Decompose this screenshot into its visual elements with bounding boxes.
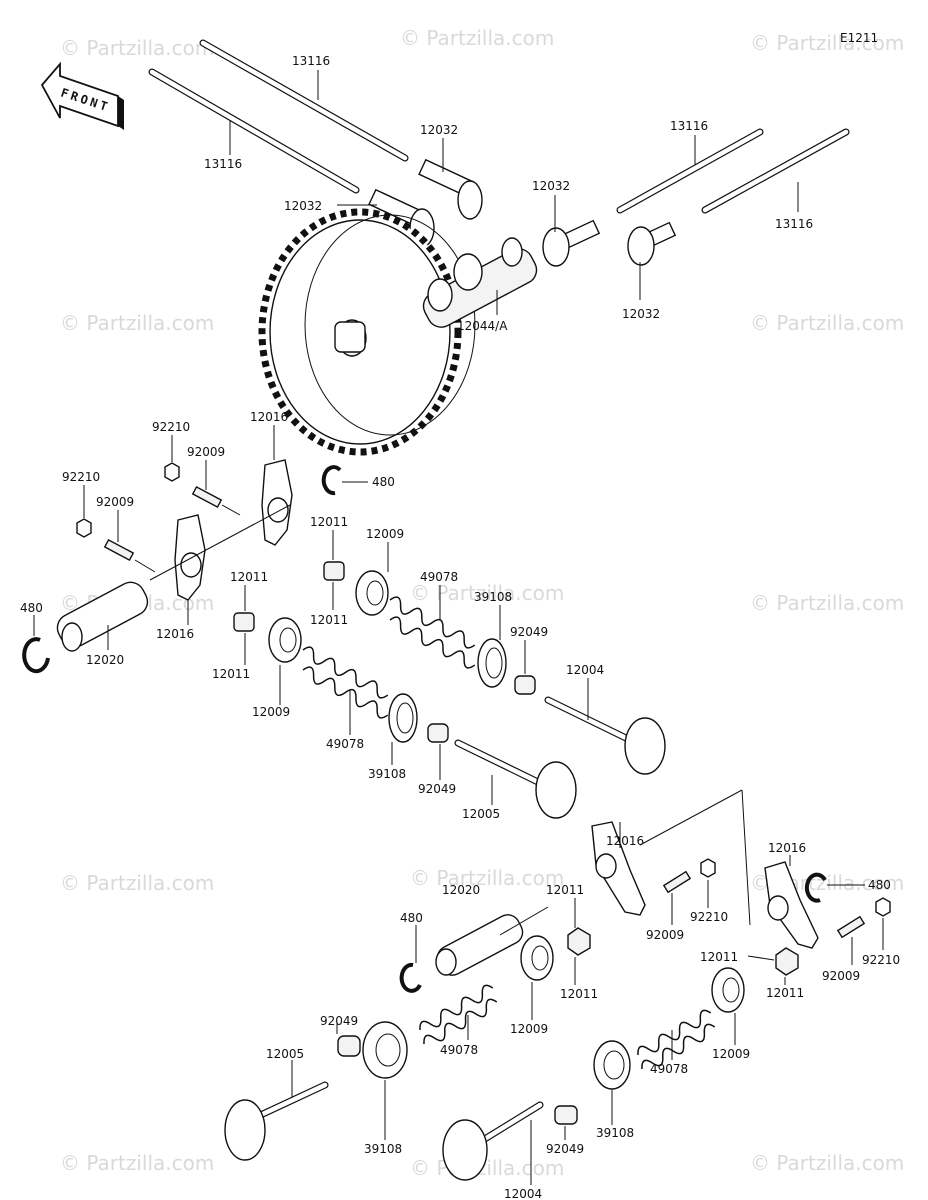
label-12020[interactable]: 12020 [442,883,480,897]
svg-text:© Partzilla.com: © Partzilla.com [750,591,904,615]
label-49078[interactable]: 49078 [440,1043,478,1057]
label-49078[interactable]: 49078 [326,737,364,751]
label-13116[interactable]: 13116 [775,217,813,231]
right-rocker-assembly [224,789,891,1181]
label-92049[interactable]: 92049 [510,625,548,639]
label-49078[interactable]: 49078 [420,570,458,584]
label-92210[interactable]: 92210 [862,953,900,967]
label-12032[interactable]: 12032 [622,307,660,321]
label-92009[interactable]: 92009 [187,445,225,459]
svg-text:© Partzilla.com: © Partzilla.com [410,1156,564,1180]
label-92049[interactable]: 92049 [546,1142,584,1156]
svg-text:© Partzilla.com: © Partzilla.com [750,31,904,55]
label-39108[interactable]: 39108 [364,1142,402,1156]
label-12020[interactable]: 12020 [86,653,124,667]
label-12011[interactable]: 12011 [766,986,804,1000]
label-12011[interactable]: 12011 [560,987,598,1001]
label-49078[interactable]: 49078 [650,1062,688,1076]
camshaft-gear [258,208,538,456]
svg-text:© Partzilla.com: © Partzilla.com [400,26,554,50]
label-92210[interactable]: 92210 [62,470,100,484]
label-12005[interactable]: 12005 [462,807,500,821]
left-rocker-assembly [22,459,666,819]
label-12011[interactable]: 12011 [546,883,584,897]
svg-text:© Partzilla.com: © Partzilla.com [750,311,904,335]
front-arrow-icon: FRONT [40,61,124,130]
label-13116[interactable]: 13116 [292,54,330,68]
label-92049[interactable]: 92049 [418,782,456,796]
label-12009[interactable]: 12009 [252,705,290,719]
label-92009[interactable]: 92009 [96,495,134,509]
label-480[interactable]: 480 [868,878,891,892]
diagram-code: E1211 [840,31,878,45]
label-12011[interactable]: 12011 [230,570,268,584]
watermarks: © Partzilla.com © Partzilla.com © Partzi… [60,26,904,1180]
label-480[interactable]: 480 [400,911,423,925]
label-480[interactable]: 480 [20,601,43,615]
label-39108[interactable]: 39108 [596,1126,634,1140]
label-12011[interactable]: 12011 [700,950,738,964]
label-12032[interactable]: 12032 [532,179,570,193]
push-rods [148,39,850,214]
tappets [368,158,677,267]
label-12016[interactable]: 12016 [768,841,806,855]
svg-text:© Partzilla.com: © Partzilla.com [410,581,564,605]
label-12004[interactable]: 12004 [504,1187,542,1200]
label-12032[interactable]: 12032 [420,123,458,137]
label-92210[interactable]: 92210 [152,420,190,434]
label-39108[interactable]: 39108 [474,590,512,604]
label-13116[interactable]: 13116 [204,157,242,171]
label-12032[interactable]: 12032 [284,199,322,213]
svg-text:© Partzilla.com: © Partzilla.com [60,36,214,60]
label-12009[interactable]: 12009 [366,527,404,541]
label-480[interactable]: 480 [372,475,395,489]
svg-text:© Partzilla.com: © Partzilla.com [60,311,214,335]
svg-text:© Partzilla.com: © Partzilla.com [410,866,564,890]
label-13116[interactable]: 13116 [670,119,708,133]
svg-text:© Partzilla.com: © Partzilla.com [750,1151,904,1175]
label-92210[interactable]: 92210 [690,910,728,924]
svg-text:© Partzilla.com: © Partzilla.com [60,1151,214,1175]
label-12005[interactable]: 12005 [266,1047,304,1061]
label-12044-a[interactable]: 12044/A [457,319,508,333]
leader-lines [33,70,884,1185]
label-12009[interactable]: 12009 [712,1047,750,1061]
label-12009[interactable]: 12009 [510,1022,548,1036]
label-12016[interactable]: 12016 [156,627,194,641]
label-12011[interactable]: 12011 [310,515,348,529]
label-12011[interactable]: 12011 [310,613,348,627]
label-92009[interactable]: 92009 [822,969,860,983]
label-92049[interactable]: 92049 [320,1014,358,1028]
label-39108[interactable]: 39108 [368,767,406,781]
label-12016[interactable]: 12016 [250,410,288,424]
label-12011[interactable]: 12011 [212,667,250,681]
label-12004[interactable]: 12004 [566,663,604,677]
part-labels: 13116 13116 13116 13116 12032 12032 1203… [20,54,900,1200]
label-92009[interactable]: 92009 [646,928,684,942]
svg-text:© Partzilla.com: © Partzilla.com [60,871,214,895]
label-12016[interactable]: 12016 [606,834,644,848]
